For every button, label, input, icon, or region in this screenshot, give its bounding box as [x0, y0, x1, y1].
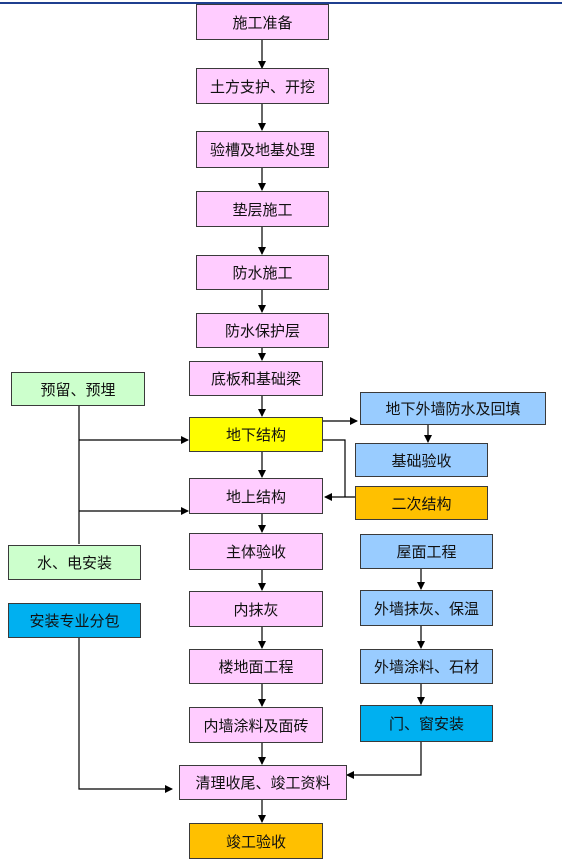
- step-cushion-layer: 垫层施工: [196, 191, 329, 227]
- step-roof-works: 屋面工程: [360, 534, 493, 569]
- line-under-to-above: [323, 439, 346, 497]
- step-exterior-plaster-insulation: 外墙抹灰、保温: [360, 590, 493, 626]
- step-waterproofing: 防水施工: [196, 255, 329, 290]
- step-completion-acceptance: 竣工验收: [189, 823, 323, 859]
- step-floor-works: 楼地面工程: [189, 649, 323, 684]
- step-foundation-acceptance: 基础验收: [355, 443, 488, 477]
- step-install-subcontract: 安装专业分包: [8, 603, 141, 638]
- step-slab-foundation-beam: 底板和基础梁: [189, 361, 323, 396]
- step-aboveground-structure: 地上结构: [189, 478, 323, 514]
- step-interior-plaster: 内抹灰: [189, 591, 323, 627]
- step-waterproof-protection: 防水保护层: [196, 313, 329, 348]
- step-interior-paint-tiles: 内墙涂料及面砖: [189, 707, 323, 743]
- step-water-electric-install: 水、电安装: [8, 545, 141, 580]
- arrow-doors-to-cleanup: [346, 742, 422, 779]
- step-construction-prep: 施工准备: [196, 4, 329, 40]
- step-foundation-inspection: 验槽及地基处理: [196, 131, 329, 168]
- step-secondary-structure: 二次结构: [355, 486, 488, 520]
- step-cleanup-completion-docs: 清理收尾、竣工资料: [179, 765, 347, 800]
- step-underground-structure: 地下结构: [189, 417, 323, 452]
- step-earthwork-excavation: 土方支护、开挖: [196, 68, 329, 104]
- step-main-acceptance: 主体验收: [189, 533, 323, 570]
- header-rule: [0, 2, 562, 4]
- step-reserve-embed: 预留、预埋: [11, 372, 145, 406]
- step-basement-wall-waterproof-backfill: 地下外墙防水及回填: [360, 392, 546, 425]
- arrow-subcontract-to-cleanup: [78, 638, 173, 793]
- step-doors-windows-install: 门、窗安装: [360, 705, 493, 742]
- step-exterior-paint-stone: 外墙涂料、石材: [360, 649, 493, 684]
